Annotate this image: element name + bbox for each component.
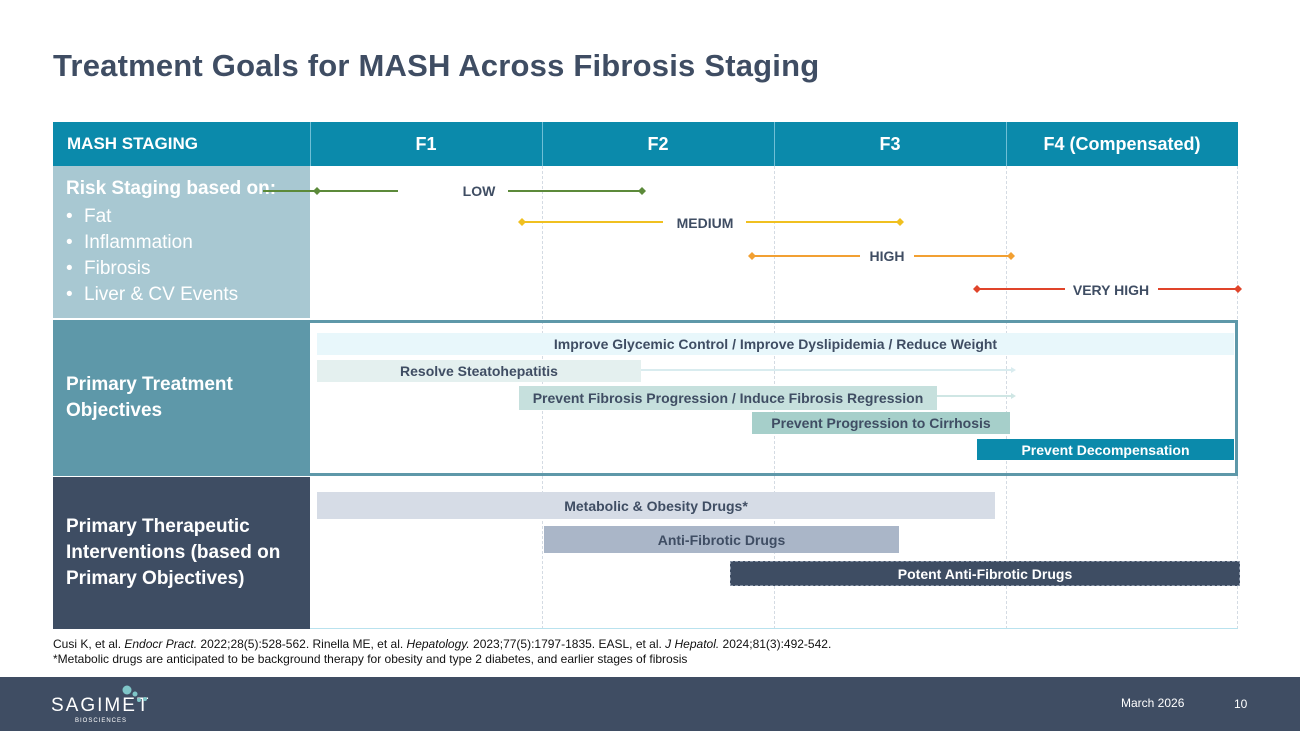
list-item: •Inflammation	[66, 232, 193, 253]
intervention-bar-metabolic: Metabolic & Obesity Drugs*	[317, 492, 995, 519]
list-item: •Fibrosis	[66, 258, 151, 279]
header-stage-f1: F1	[310, 122, 542, 166]
risk-heading: Risk Staging based on:	[66, 178, 277, 199]
header-stage-f3: F3	[774, 122, 1006, 166]
page-number: 10	[1234, 697, 1248, 711]
intervention-bar-anti-fibrotic: Anti-Fibrotic Drugs	[544, 526, 899, 553]
risk-level-high: HIGH	[748, 248, 1015, 264]
list-item: •Fat	[66, 206, 112, 227]
objective-bar-decompensation: Prevent Decompensation	[977, 439, 1234, 460]
risk-level-medium: MEDIUM	[518, 215, 904, 231]
column-divider	[1006, 166, 1007, 629]
header-mash-staging: MASH STAGING	[53, 122, 310, 166]
objective-bar-fibrosis-regression: Prevent Fibrosis Progression / Induce Fi…	[519, 386, 937, 410]
objective-arrows	[641, 367, 1016, 399]
header-divider	[1006, 122, 1007, 166]
header-divider	[542, 122, 543, 166]
objective-bar-steatohepatitis: Resolve Steatohepatitis	[317, 360, 641, 382]
risk-level-high-label: HIGH	[870, 248, 905, 264]
footnote: *Metabolic drugs are anticipated to be b…	[53, 652, 688, 666]
risk-level-very-high-label: VERY HIGH	[1073, 282, 1149, 298]
risk-level-low: LOW	[263, 183, 646, 199]
risk-levels-chart: LOW MEDIUM HIGH VERY HIGH	[263, 183, 1242, 298]
header-stage-f4: F4 (Compensated)	[1006, 122, 1238, 166]
risk-level-very-high: VERY HIGH	[973, 282, 1242, 298]
objective-bar-glycemic: Improve Glycemic Control / Improve Dysli…	[317, 333, 1234, 355]
list-item: •Liver & CV Events	[66, 284, 239, 305]
risk-factor-list: •Fat •Inflammation •Fibrosis •Liver & CV…	[66, 204, 310, 308]
table-bottom-border	[310, 628, 1238, 629]
interventions-label: Primary Therapeutic Interventions (based…	[53, 477, 310, 629]
intervention-bar-potent-anti-fibrotic: Potent Anti-Fibrotic Drugs	[730, 561, 1240, 586]
header-stage-f2: F2	[542, 122, 774, 166]
footer-bar: SAGIMET BIOSCIENCES March 2026 10	[0, 677, 1300, 731]
company-logo: SAGIMET BIOSCIENCES	[51, 685, 151, 724]
objectives-frame	[53, 320, 1238, 476]
objectives-label: Primary Treatment Objectives	[53, 320, 310, 476]
objective-bar-cirrhosis: Prevent Progression to Cirrhosis	[752, 412, 1010, 434]
staging-table: MASH STAGING F1 F2 F3 F4 (Compensated) R…	[53, 122, 1242, 629]
citation-line: Cusi K, et al. Endocr Pract. 2022;28(5):…	[53, 637, 832, 651]
logo-dots-icon	[122, 685, 147, 702]
risk-staging-cell: Risk Staging based on: •Fat •Inflammatio…	[53, 166, 310, 318]
header-divider	[310, 122, 311, 166]
risk-level-medium-label: MEDIUM	[677, 215, 734, 231]
page-title: Treatment Goals for MASH Across Fibrosis…	[53, 48, 820, 83]
references: Cusi K, et al. Endocr Pract. 2022;28(5):…	[53, 637, 831, 667]
footer-date: March 2026	[1121, 696, 1185, 710]
risk-level-low-label: LOW	[463, 183, 496, 199]
header-divider	[774, 122, 775, 166]
